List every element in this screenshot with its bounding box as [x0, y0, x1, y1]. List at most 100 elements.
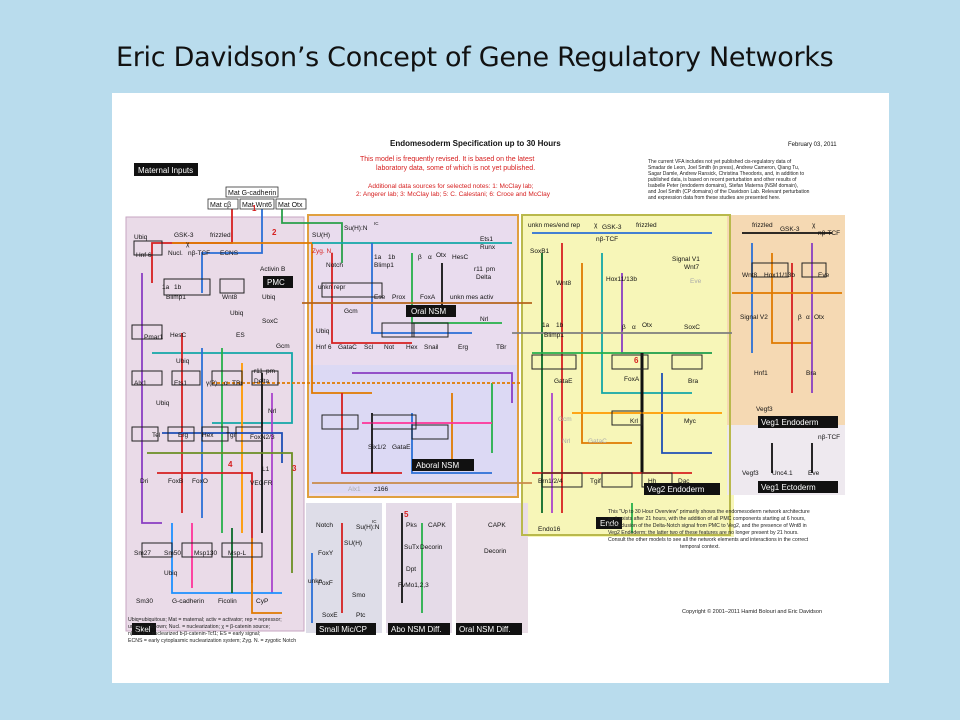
svg-text:Erg: Erg — [178, 432, 189, 439]
svg-text:γ(2): γ(2) — [206, 380, 217, 387]
svg-text:Alx1: Alx1 — [134, 380, 147, 387]
svg-text:2: 2 — [272, 228, 277, 237]
svg-text:SoxC: SoxC — [684, 324, 700, 331]
svg-text:Decorin: Decorin — [420, 544, 443, 551]
svg-text:Myc: Myc — [684, 418, 697, 425]
abbreviation-legend: Ubiq=ubiquitous; Mat = maternal; activ =… — [128, 617, 296, 644]
svg-text:1: 1 — [252, 204, 257, 213]
svg-text:Hex: Hex — [406, 344, 418, 351]
svg-text:Delta: Delta — [476, 274, 492, 281]
svg-text:Tgif: Tgif — [226, 432, 237, 439]
svg-text:Hox11/13b: Hox11/13b — [606, 276, 637, 283]
svg-text:Ubiq: Ubiq — [262, 294, 276, 301]
svg-text:HesC: HesC — [170, 332, 187, 339]
svg-text:1a: 1a — [374, 254, 382, 261]
svg-text:Isabelle Peter (endoderm domai: Isabelle Peter (endoderm domains), Stefa… — [648, 183, 798, 189]
svg-text:Delta: Delta — [254, 378, 270, 385]
svg-text:TBr: TBr — [496, 344, 507, 351]
svg-text:Gcm: Gcm — [558, 416, 572, 423]
svg-text:frizzled: frizzled — [752, 222, 773, 229]
svg-text:6: 6 — [634, 356, 639, 365]
svg-text:GSK-3: GSK-3 — [602, 224, 622, 231]
vfa-notes: The current VFA includes not yet publish… — [648, 159, 810, 201]
diagram-panel: Maternal Inputs PMC Skel Small Mic/CP Ab… — [112, 93, 889, 683]
gene-labels: GSK-3 frizzled χ Ubiq Nucl. nβ-TCF ECNS … — [134, 221, 840, 619]
svg-text:χ: χ — [186, 241, 190, 248]
svg-text:Veg2 Endoderm: Veg2 Endoderm — [647, 485, 705, 494]
svg-text:r11: r11 — [474, 266, 483, 273]
svg-text:Not: Not — [384, 344, 394, 351]
svg-text:The current VFA includes not y: The current VFA includes not yet publish… — [648, 159, 792, 165]
svg-text:Decorin: Decorin — [484, 548, 507, 555]
svg-text:Wnt8: Wnt8 — [742, 272, 758, 279]
svg-text:Scl: Scl — [364, 344, 374, 351]
svg-text:PMC: PMC — [267, 278, 285, 287]
svg-text:1b: 1b — [388, 254, 396, 261]
svg-text:frizzled: frizzled — [210, 232, 231, 239]
svg-text:Notch: Notch — [316, 522, 333, 529]
svg-text:HesC: HesC — [452, 254, 469, 261]
svg-text:Dac: Dac — [678, 478, 690, 485]
note-markers: 1 2 3 4 5 6 — [228, 204, 639, 519]
svg-text:unkn repr: unkn repr — [318, 284, 346, 291]
svg-text:FoxY: FoxY — [318, 550, 334, 557]
svg-text:Runx: Runx — [480, 244, 496, 251]
svg-text:CAPK: CAPK — [488, 522, 506, 529]
svg-text:Hnf 6: Hnf 6 — [136, 252, 152, 259]
svg-text:unkn mes activ: unkn mes activ — [450, 294, 494, 301]
svg-text:Otx: Otx — [814, 314, 825, 321]
notice-line-2: laboratory data, some of which is not ye… — [376, 165, 535, 172]
svg-text:Blimp1: Blimp1 — [544, 332, 564, 339]
svg-text:1a: 1a — [542, 322, 550, 329]
svg-text:Wnt8: Wnt8 — [556, 280, 572, 287]
svg-text:3: 3 — [292, 464, 297, 473]
svg-text:Veg1 Endoderm: Veg1 Endoderm — [761, 418, 819, 427]
svg-text:FoxF: FoxF — [318, 580, 333, 587]
svg-text:SoxE: SoxE — [322, 612, 338, 619]
svg-text:Sm30: Sm30 — [136, 598, 153, 605]
svg-text:Ficolin: Ficolin — [218, 598, 237, 605]
svg-text:Signal V2: Signal V2 — [740, 314, 768, 321]
svg-text:Endo16: Endo16 — [538, 526, 561, 533]
region-abo-nsm-diff-bg — [386, 503, 452, 633]
svg-text:Msp130: Msp130 — [194, 550, 218, 557]
svg-text:β: β — [798, 314, 802, 321]
svg-text:α: α — [632, 324, 636, 331]
svg-text:Hh: Hh — [648, 478, 657, 485]
pmc-border — [125, 216, 305, 632]
svg-text:Sagar Damle, Andrew Ransick, C: Sagar Damle, Andrew Ransick, Christina T… — [648, 171, 804, 177]
svg-text:Dri: Dri — [140, 478, 148, 485]
svg-text:L1: L1 — [262, 466, 270, 473]
svg-text:Ubiq: Ubiq — [176, 358, 190, 365]
svg-text:Wnt8: Wnt8 — [222, 294, 238, 301]
network-wires — [141, 203, 842, 623]
svg-text:5: 5 — [404, 510, 409, 519]
svg-text:and Joel Smith (CP domains) of: and Joel Smith (CP domains) of the David… — [648, 189, 810, 195]
svg-text:α: α — [224, 380, 228, 387]
svg-text:FoxN2/3: FoxN2/3 — [250, 434, 275, 441]
svg-text:Eve: Eve — [690, 278, 702, 285]
svg-text:Ets1: Ets1 — [480, 236, 493, 243]
svg-text:Gcm: Gcm — [344, 308, 358, 315]
svg-text:4: 4 — [228, 460, 233, 469]
svg-text:Ubiq: Ubiq — [134, 234, 148, 241]
svg-text:nβ-TCF: nβ-TCF — [188, 250, 210, 257]
gene-boxes — [131, 240, 827, 558]
svg-text:FvMo1,2,3: FvMo1,2,3 — [398, 582, 429, 589]
sources-line-2: 2: Angerer lab; 3: McClay lab; 5: C. Cal… — [356, 191, 551, 198]
svg-text:Nrl: Nrl — [268, 408, 277, 415]
svg-text:ECNS = early cytoplasmic nucle: ECNS = early cytoplasmic nuclearization … — [128, 638, 296, 644]
svg-text:Vegf3: Vegf3 — [756, 406, 773, 413]
copyright: Copyright © 2001–2011 Hamid Bolouri and … — [682, 608, 822, 615]
svg-text:GataE: GataE — [392, 444, 411, 451]
svg-text:Consult the other models to se: Consult the other models to see all the … — [608, 537, 809, 543]
svg-text:Nrl: Nrl — [562, 438, 571, 445]
svg-text:Smadar de Leon, Joel Smith (in: Smadar de Leon, Joel Smith (in press), A… — [648, 165, 799, 171]
svg-text:the inclusion of the Delta-Not: the inclusion of the Delta-Notch signal … — [608, 523, 807, 529]
svg-text:CyP: CyP — [256, 598, 268, 605]
svg-text:1a: 1a — [162, 284, 170, 291]
svg-text:nβ-TCF = nuclearized b-β-caten: nβ-TCF = nuclearized b-β-catenin-Tcf1; E… — [128, 631, 260, 637]
svg-text:GSK-3: GSK-3 — [780, 226, 800, 233]
svg-text:Ubiq: Ubiq — [316, 328, 330, 335]
svg-text:ES: ES — [236, 332, 245, 339]
